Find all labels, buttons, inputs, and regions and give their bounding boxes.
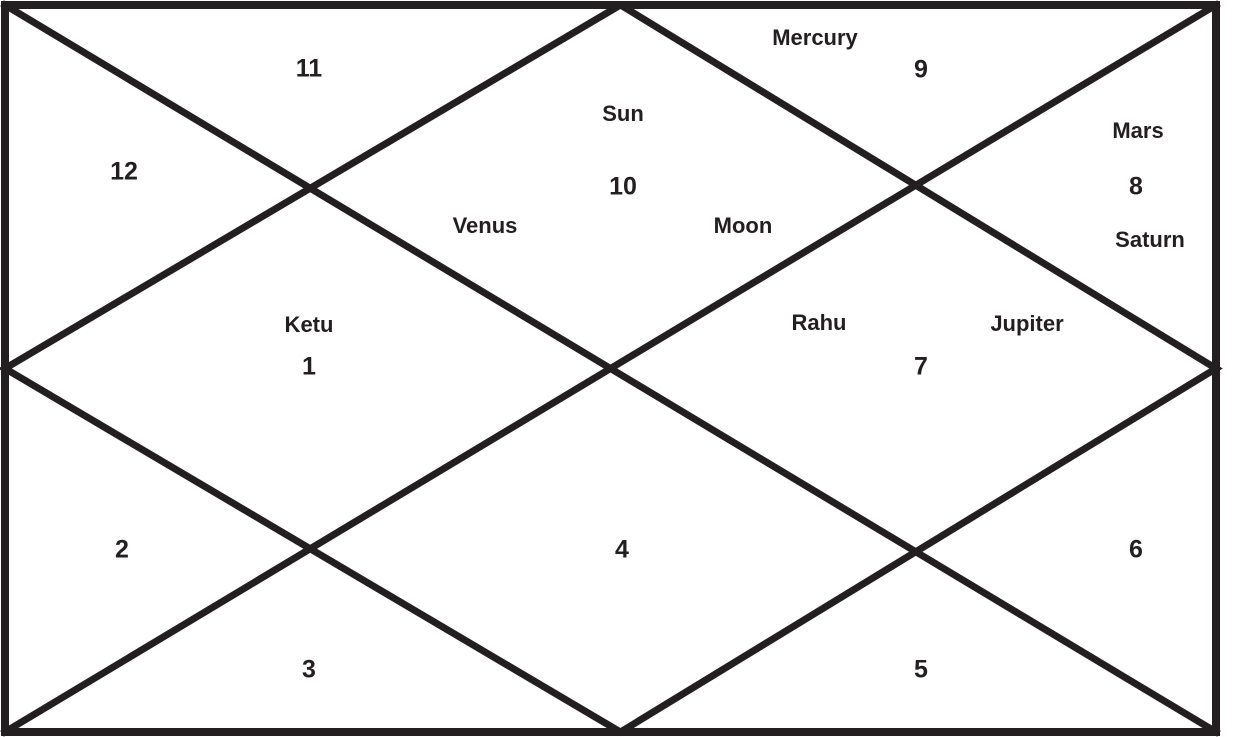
- house-number-9: 9: [914, 55, 928, 84]
- house-number-2: 2: [115, 535, 129, 564]
- planet-label-sun: Sun: [602, 101, 644, 126]
- house-number-11: 11: [295, 54, 323, 83]
- planet-label-ketu: Ketu: [284, 312, 334, 337]
- planet-label-mercury: Mercury: [772, 25, 858, 50]
- planet-label-venus: Venus: [452, 213, 518, 238]
- house-number-12: 12: [110, 157, 138, 186]
- house-number-10: 10: [609, 172, 637, 201]
- house-number-8: 8: [1129, 172, 1143, 201]
- planet-label-saturn: Saturn: [1115, 227, 1185, 252]
- planet-label-moon: Moon: [713, 213, 773, 238]
- planet-label-mars: Mars: [1112, 118, 1164, 143]
- planet-label-jupiter: Jupiter: [990, 311, 1064, 336]
- house-number-5: 5: [914, 655, 928, 684]
- planet-label-rahu: Rahu: [791, 310, 847, 335]
- house-number-7: 7: [914, 352, 928, 381]
- house-number-3: 3: [302, 655, 316, 684]
- house-number-4: 4: [615, 535, 629, 564]
- house-number-6: 6: [1129, 535, 1143, 564]
- house-number-1: 1: [302, 352, 316, 381]
